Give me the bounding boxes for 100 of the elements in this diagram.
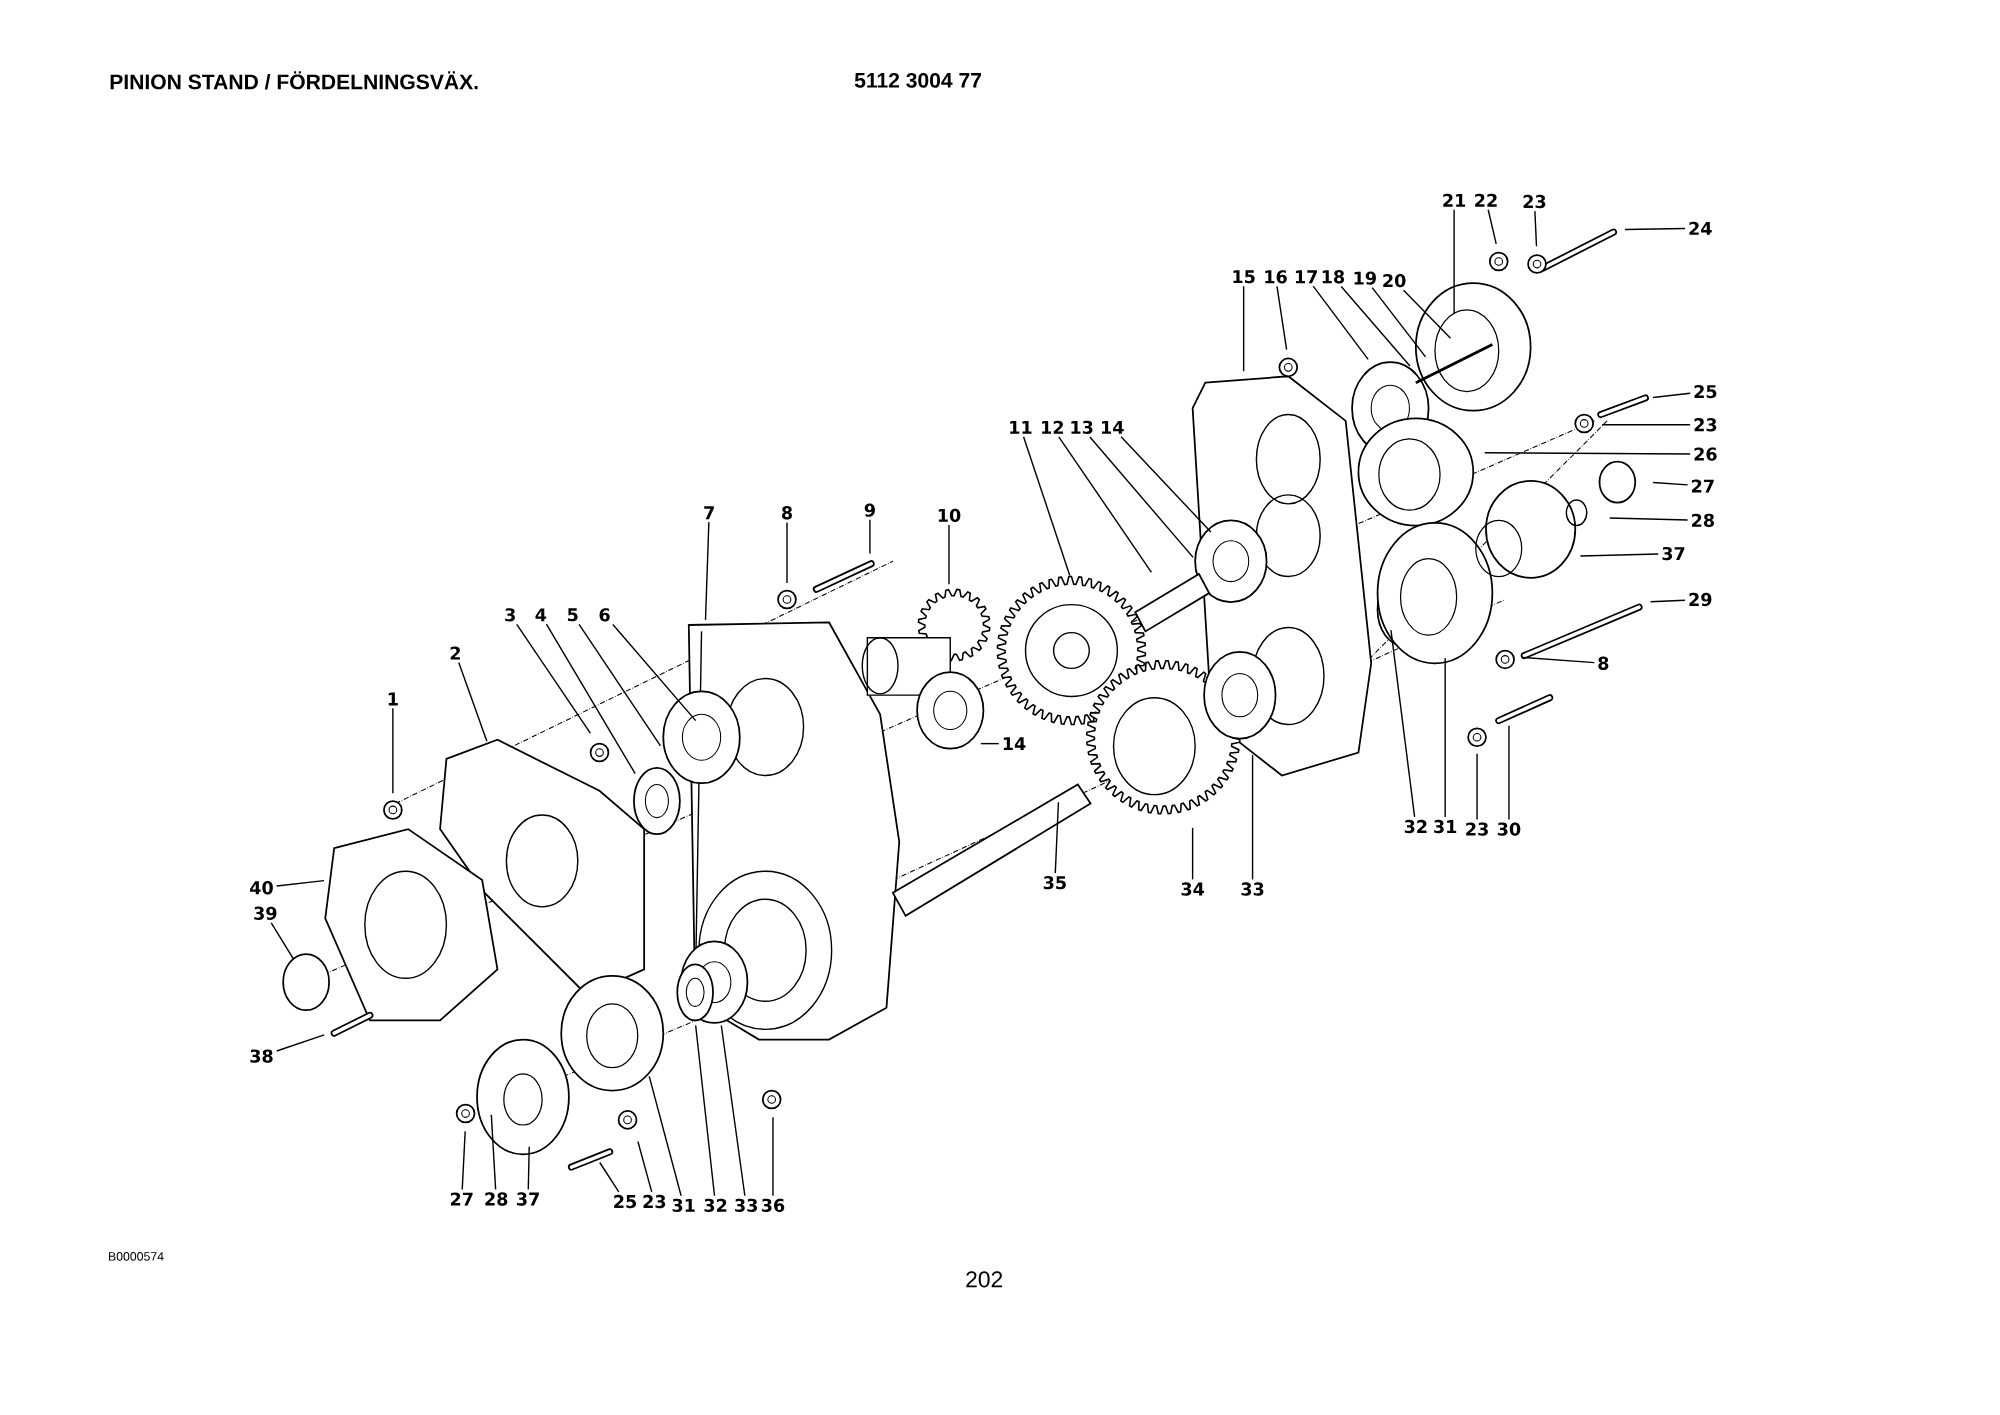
callout-number: 26 [1694,447,1717,461]
leader-line [1054,801,1060,874]
callout-number: 13 [1071,420,1093,435]
callout-number: 25 [1694,385,1717,399]
callout-number: 33 [1241,882,1264,896]
callout-number: 4 [535,608,547,622]
callout-number: 33 [735,1198,757,1213]
callout-number: 37 [1662,547,1685,561]
callout-number: 8 [781,506,792,520]
callout-number: 36 [761,1198,785,1213]
leader-line [276,880,325,887]
leader-line [490,1114,497,1191]
leader-line [1476,753,1478,821]
leader-line [1624,228,1686,231]
leader-line [392,707,394,795]
leader-line [1276,285,1288,351]
page-number: 202 [966,1271,1003,1288]
leader-line [1089,436,1194,559]
callout-number: 2 [450,646,460,660]
callout-number: 15 [1233,270,1255,284]
callout-number: 40 [250,881,273,895]
callout-number: 27 [450,1192,473,1206]
leader-line [648,1075,682,1197]
leader-line [1484,452,1691,455]
callout-number: 21 [1443,193,1466,207]
page-title: PINION STAND / FÖRDELNINGSVÄX. [110,71,478,90]
callout-number: 10 [938,508,961,523]
callout-number: 32 [704,1198,727,1213]
callout-number: 22 [1475,193,1497,207]
leader-line [772,1116,774,1197]
drawing-number: B0000574 [109,1252,164,1261]
leader-line [1312,285,1369,361]
leader-line [1453,209,1455,315]
callout-number: 17 [1295,270,1317,284]
leader-line [461,1130,466,1191]
callout-number: 39 [254,906,277,921]
part-number: 5112 3004 77 [854,73,981,89]
callout-number: 23 [1466,822,1488,836]
callout-number: 18 [1322,270,1345,284]
callout-number: 23 [1694,418,1717,432]
callout-number: 8 [1598,656,1609,671]
leader-line [694,1025,716,1197]
callout-number: 14 [1102,421,1124,434]
callout-number: 38 [250,1049,273,1063]
leader-line [1521,656,1595,664]
leader-line [1652,392,1691,399]
leader-line [720,1025,746,1197]
callout-number: 29 [1689,593,1712,607]
leader-line [1649,599,1686,603]
callout-number: 31 [1434,820,1457,834]
callout-number: 5 [567,608,578,622]
leader-line [1402,289,1452,340]
leader-line [1487,209,1497,245]
leader-line [1251,754,1254,881]
leader-line [1242,285,1245,373]
leader-line [1340,285,1411,367]
leader-line [1601,424,1691,426]
callout-number: 7 [704,506,714,520]
leader-line [1390,629,1416,818]
leader-line [1120,436,1212,533]
callout-number: 12 [1042,421,1063,435]
leader-line [1191,827,1194,881]
leader-line [1371,287,1427,358]
leader-line [637,1141,653,1193]
callout-number: 27 [1692,479,1714,493]
leader-line [869,519,871,555]
callout-number: 11 [1010,421,1032,434]
callout-number: 34 [1181,882,1205,896]
leader-line [1444,657,1446,818]
callout-number: 19 [1354,271,1376,285]
callout-number: 9 [864,503,875,518]
callout-number: 24 [1689,222,1712,236]
callout-number: 1 [388,692,398,706]
leader-line [1508,725,1510,821]
leader-line [1022,436,1071,577]
callout-number: 37 [517,1192,539,1206]
leader-line [704,521,710,621]
leader-line [599,1162,620,1193]
callout-number: 30 [1497,822,1521,836]
leader-line [458,662,488,743]
leader-line [948,524,950,586]
leader-line [1652,482,1689,486]
callout-number: 25 [614,1195,636,1209]
leader-line [786,521,788,584]
callout-number: 32 [1404,820,1427,834]
leader-line [545,623,636,775]
callout-number: 3 [505,608,515,622]
leader-line [612,623,697,722]
callout-number: 6 [599,608,610,622]
leader-line [527,1146,530,1191]
callout-number: 20 [1383,274,1406,288]
leader-line [1609,517,1689,521]
callout-number: 31 [672,1198,695,1213]
leader-line [578,623,662,747]
leader-line [980,743,1000,745]
callout-number: 16 [1265,270,1287,284]
leader-line [1058,436,1153,574]
leader-line [276,1034,325,1052]
callout-number: 28 [1692,514,1714,528]
leader-line [516,623,592,734]
